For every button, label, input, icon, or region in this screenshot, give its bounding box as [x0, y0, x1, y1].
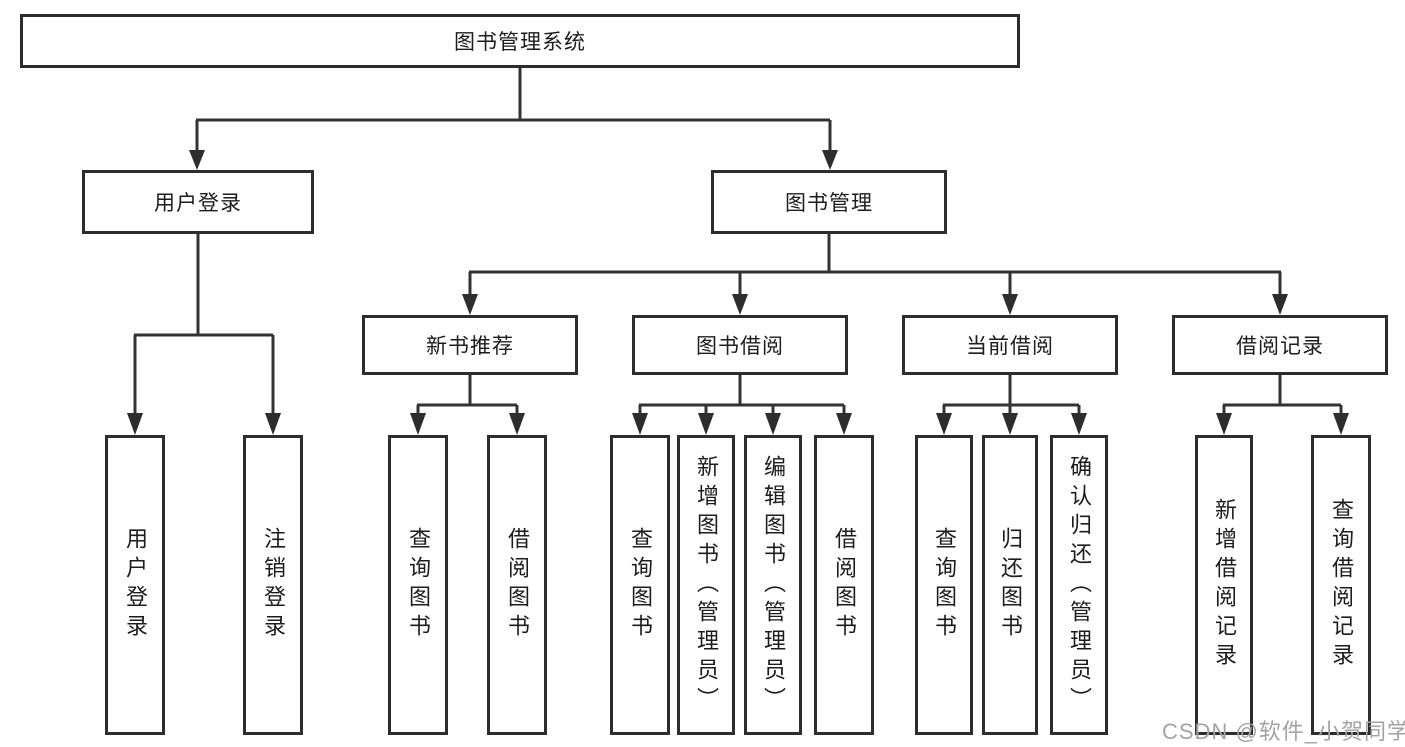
node-user-login: 用户登录	[82, 170, 314, 234]
leaf-borrow-books: 借阅图书	[814, 435, 874, 735]
connector-book-management-to-level3	[462, 234, 1288, 315]
leaf-query-borrow-record: 查询借阅记录	[1311, 435, 1371, 735]
connector-user-login-to-leaves	[127, 234, 281, 435]
connector-borrow-records-to-leaves	[1216, 375, 1349, 435]
node-book-management: 图书管理	[711, 170, 947, 234]
leaf-return-books: 归还图书	[982, 435, 1038, 735]
connector-book-borrow-to-leaves	[632, 375, 852, 435]
leaf-edit-books-admin: 编辑图书（管理员）	[744, 435, 802, 735]
leaf-add-borrow-record: 新增借阅记录	[1195, 435, 1253, 735]
leaf-confirm-return-admin: 确认归还（管理员）	[1050, 435, 1108, 735]
leaf-query-books-current: 查询图书	[915, 435, 973, 735]
csdn-watermark: CSDN @软件_小贺同学	[1162, 719, 1405, 744]
leaf-logout: 注销登录	[243, 435, 303, 735]
leaf-query-books-recommend: 查询图书	[388, 435, 448, 735]
connector-root-to-level2	[189, 68, 838, 170]
leaf-user-login: 用户登录	[105, 435, 165, 735]
node-new-book-recommend: 新书推荐	[362, 315, 578, 375]
leaf-query-books-borrow: 查询图书	[610, 435, 670, 735]
connector-current-borrow-to-leaves	[936, 375, 1087, 435]
node-current-borrow: 当前借阅	[902, 315, 1118, 375]
leaf-borrow-books-recommend: 借阅图书	[487, 435, 547, 735]
node-library-system: 图书管理系统	[20, 14, 1020, 68]
node-borrow-records: 借阅记录	[1172, 315, 1388, 375]
node-book-borrow: 图书借阅	[632, 315, 848, 375]
leaf-add-books-admin: 新增图书（管理员）	[677, 435, 735, 735]
connector-new-book-recommend-to-leaves	[410, 375, 525, 435]
